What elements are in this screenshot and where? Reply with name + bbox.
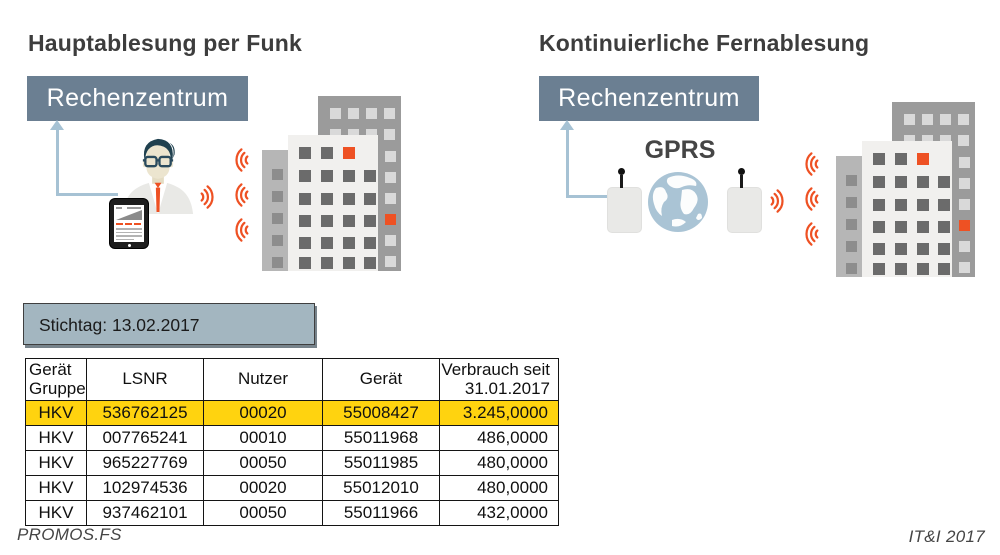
cell-lsnr: 965227769 — [86, 450, 204, 476]
right-diagram-title: Kontinuierliche Fernablesung — [539, 30, 870, 56]
column-header-geraet: Gerät — [322, 358, 440, 401]
cell-verbrauch: 480,0000 — [439, 450, 559, 476]
radio-waves-icon — [195, 182, 219, 212]
tablet-icon — [110, 199, 148, 248]
radio-waves-icon — [800, 149, 824, 179]
left-diagram-title: Hauptablesung per Funk — [28, 30, 303, 56]
tablet-screen — [114, 205, 144, 242]
cell-verbrauch: 3.245,0000 — [439, 400, 559, 426]
connector-line — [566, 129, 569, 198]
gprs-modem-icon — [727, 187, 762, 233]
table-row: HKV 007765241 00010 55011968 486,0000 — [25, 425, 559, 451]
cell-lsnr: 937462101 — [86, 500, 204, 526]
antenna-icon — [737, 168, 745, 175]
cell-geraet: 55011966 — [322, 500, 440, 526]
cell-verbrauch: 480,0000 — [439, 475, 559, 501]
left-datacenter-box: Rechenzentrum — [27, 76, 248, 121]
table-row: HKV 937462101 00050 55011966 432,0000 — [25, 500, 559, 526]
gprs-modem-icon — [607, 187, 642, 233]
radio-waves-icon — [230, 180, 254, 210]
antenna-icon — [620, 175, 623, 188]
cell-nutzer: 00020 — [203, 475, 323, 501]
cell-gruppe: HKV — [25, 425, 87, 451]
cell-nutzer: 00010 — [203, 425, 323, 451]
table-row: HKV 965227769 00050 55011985 480,0000 — [25, 450, 559, 476]
connector-line — [56, 193, 118, 196]
radio-waves-icon — [800, 184, 824, 214]
cell-lsnr: 536762125 — [86, 400, 204, 426]
radio-waves-icon — [765, 186, 789, 216]
gprs-label: GPRS — [644, 136, 716, 164]
buildings-icon — [836, 101, 976, 278]
cell-nutzer: 00050 — [203, 450, 323, 476]
antenna-icon — [740, 175, 743, 188]
table-row: HKV 102974536 00020 55012010 480,0000 — [25, 475, 559, 501]
cell-lsnr: 007765241 — [86, 425, 204, 451]
cell-gruppe: HKV — [25, 450, 87, 476]
cell-nutzer: 00050 — [203, 500, 323, 526]
table-row-highlighted: HKV 536762125 00020 55008427 3.245,0000 — [25, 400, 559, 426]
cell-geraet: 55008427 — [322, 400, 440, 426]
column-header-geraet-gruppe: Gerät Gruppe — [25, 358, 87, 401]
radio-waves-icon — [230, 215, 254, 245]
cell-geraet: 55011985 — [322, 450, 440, 476]
column-header-lsnr: LSNR — [86, 358, 204, 401]
up-arrow-icon — [50, 120, 64, 130]
cell-verbrauch: 486,0000 — [439, 425, 559, 451]
consumption-table: Gerät Gruppe LSNR Nutzer Gerät Verbrauch… — [25, 358, 559, 526]
cell-geraet: 55012010 — [322, 475, 440, 501]
footer-edition: IT&I 2017 — [908, 527, 985, 546]
right-datacenter-box: Rechenzentrum — [539, 76, 759, 121]
connector-line — [566, 195, 609, 198]
stichtag-box: Stichtag: 13.02.2017 — [23, 303, 315, 345]
footer-brand: PROMOS.FS — [17, 525, 122, 544]
radio-waves-icon — [800, 219, 824, 249]
cell-gruppe: HKV — [25, 475, 87, 501]
table-header-row: Gerät Gruppe LSNR Nutzer Gerät Verbrauch… — [25, 358, 559, 401]
cell-nutzer: 00020 — [203, 400, 323, 426]
column-header-nutzer: Nutzer — [203, 358, 323, 401]
globe-icon — [648, 172, 708, 232]
radio-waves-icon — [230, 145, 254, 175]
connector-line — [56, 129, 59, 196]
cell-gruppe: HKV — [25, 400, 87, 426]
cell-geraet: 55011968 — [322, 425, 440, 451]
cell-gruppe: HKV — [25, 500, 87, 526]
buildings-icon — [262, 96, 402, 271]
cell-verbrauch: 432,0000 — [439, 500, 559, 526]
up-arrow-icon — [560, 120, 574, 130]
column-header-verbrauch: Verbrauch seit 31.01.2017 — [439, 358, 559, 401]
cell-lsnr: 102974536 — [86, 475, 204, 501]
antenna-icon — [617, 168, 625, 175]
